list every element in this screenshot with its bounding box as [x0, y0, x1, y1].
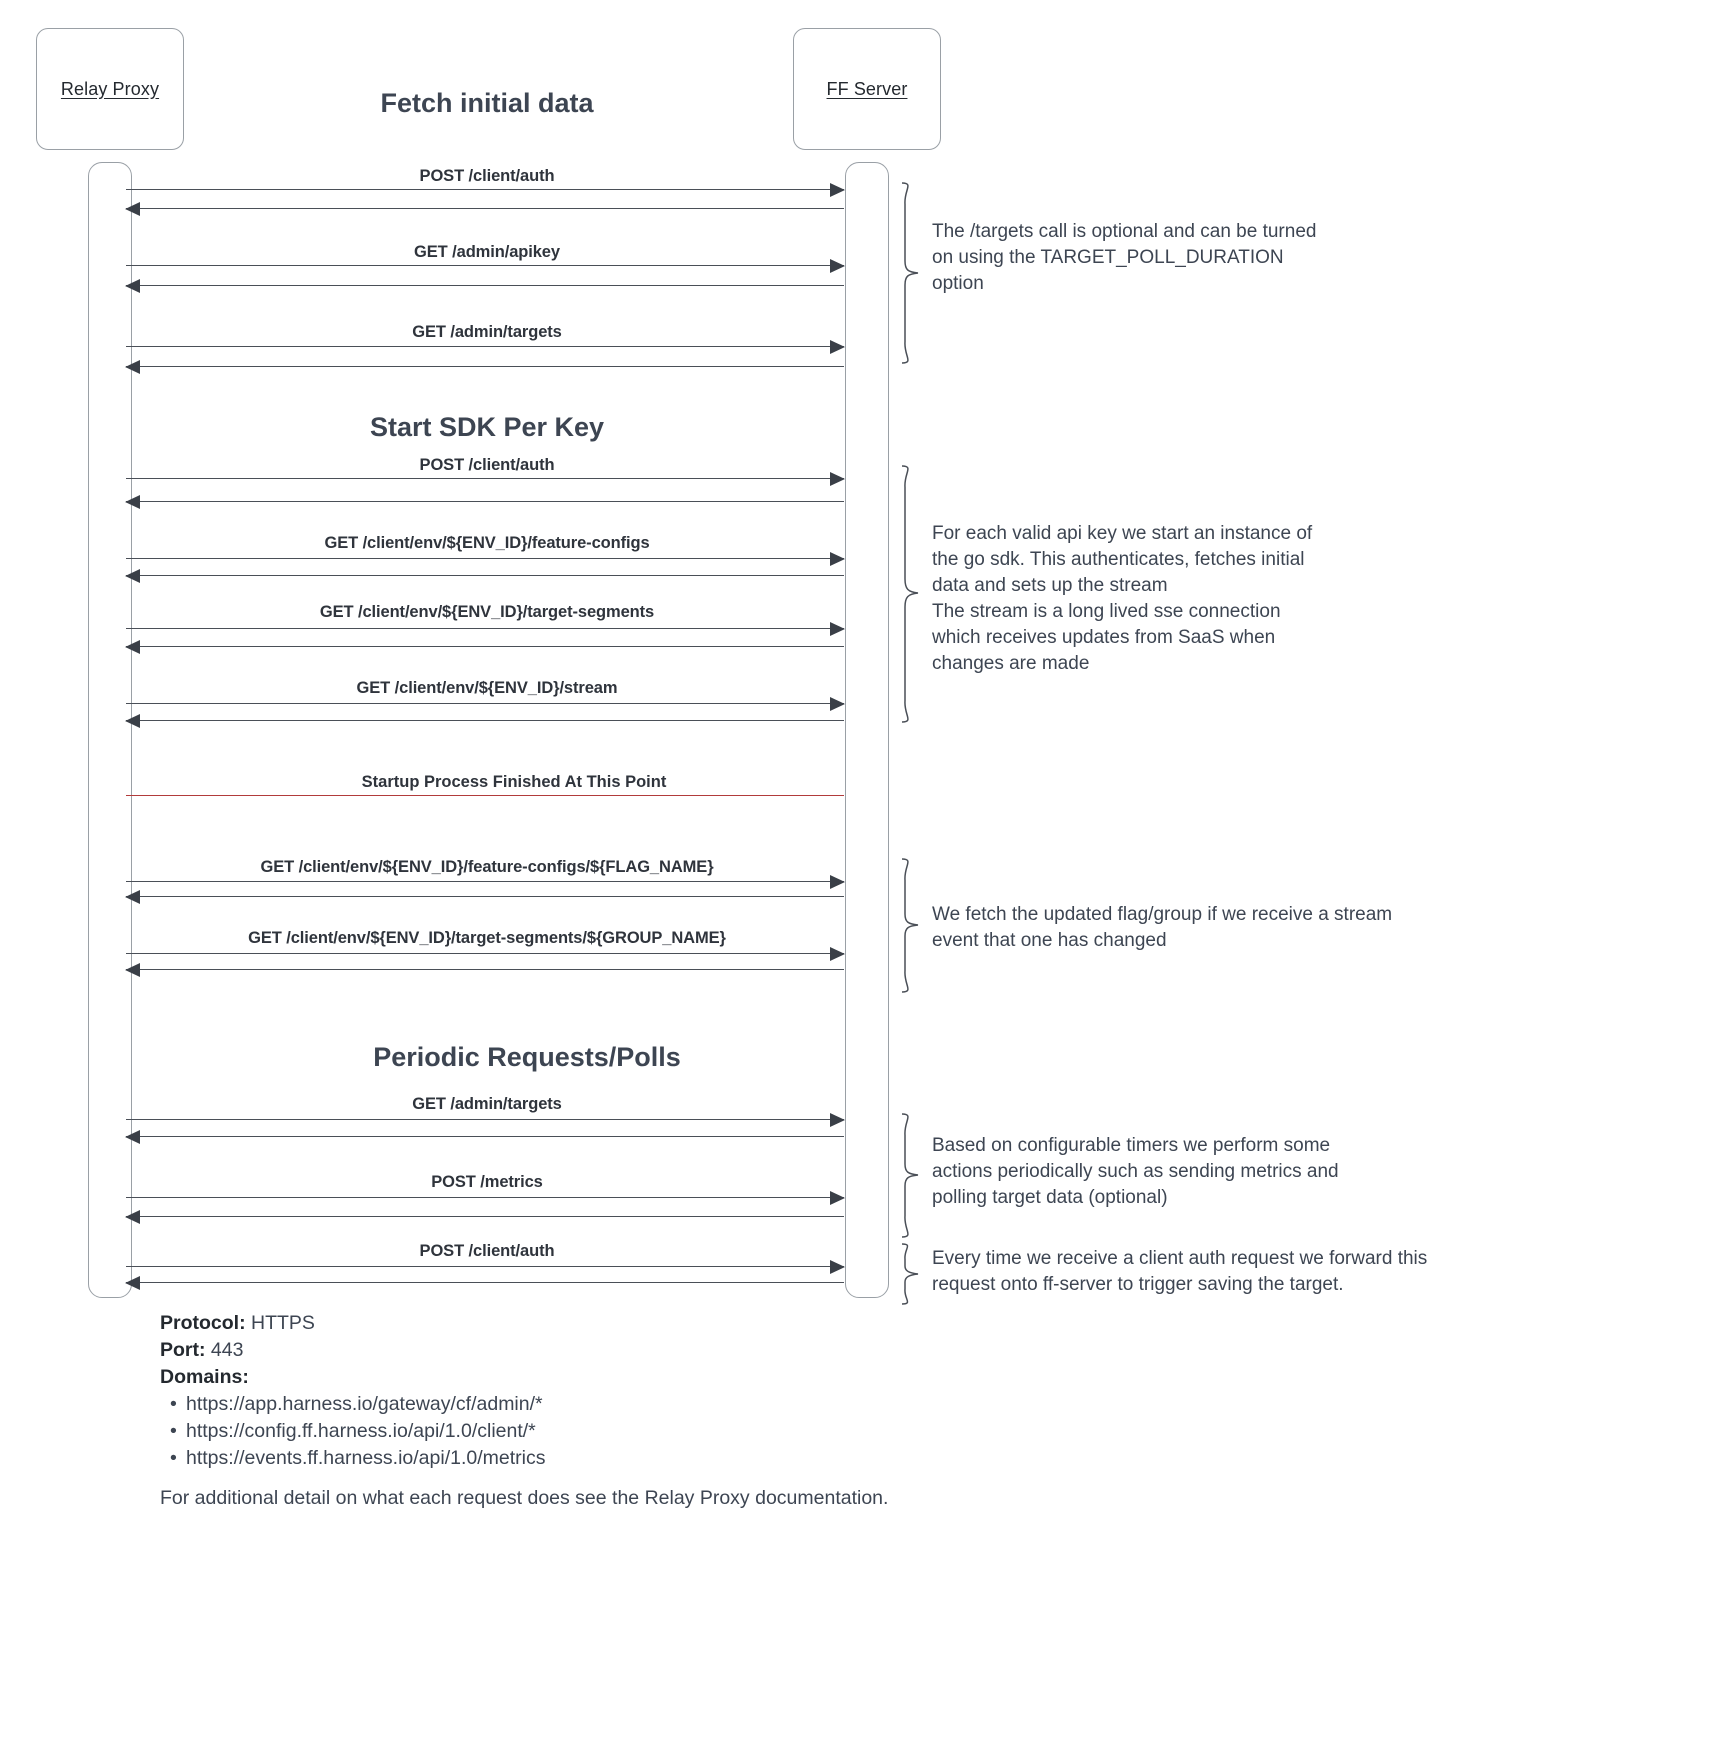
message-label-get-stream: GET /client/env/${ENV_ID}/stream [356, 679, 618, 697]
arrow-line [126, 1216, 844, 1217]
brace-note-1 [898, 182, 924, 364]
arrow-line [126, 1282, 844, 1283]
arrow-head-left-icon [125, 201, 140, 216]
participant-box-ff-server[interactable]: FF Server [793, 28, 941, 150]
arrow-line [126, 265, 844, 266]
arrow-line [126, 285, 844, 286]
list-item: https://app.harness.io/gateway/cf/admin/… [170, 1391, 545, 1418]
note-text-fetch-updated-flag: We fetch the updated flag/group if we re… [932, 904, 1393, 951]
message-label-get-admin-targets-1: GET /admin/targets [412, 323, 562, 341]
arrow-head-left-icon [125, 359, 140, 374]
arrow-line [126, 208, 844, 209]
footer-connection-details: Protocol: HTTPS Port: 443 Domains: https… [160, 1310, 545, 1472]
arrow-line [126, 478, 844, 479]
arrow-line [126, 575, 844, 576]
section-title-start-sdk-per-key: Start SDK Per Key [369, 412, 605, 442]
footer-port-value: 443 [210, 1339, 244, 1361]
arrow-line [126, 953, 844, 954]
divider-label-startup-finished: Startup Process Finished At This Point [361, 773, 667, 791]
lifeline-ff-server [845, 162, 889, 1298]
arrow-head-right-icon [830, 471, 845, 486]
footer-domains-heading: Domains: [160, 1364, 545, 1391]
arrow-head-right-icon [830, 258, 845, 273]
message-label-get-admin-targets-2: GET /admin/targets [412, 1095, 562, 1113]
note-text-targets-optional: The /targets call is optional and can be… [932, 221, 1317, 294]
arrow-line [126, 366, 844, 367]
arrow-head-right-icon [830, 182, 845, 197]
lifeline-relay-proxy [88, 162, 132, 1298]
brace-note-3 [898, 858, 924, 993]
arrow-line [126, 1136, 844, 1137]
footer-protocol-key: Protocol: [160, 1312, 246, 1334]
participant-label-ff-server: FF Server [826, 78, 908, 99]
arrow-line [126, 346, 844, 347]
message-label-get-feature-config-by-flag: GET /client/env/${ENV_ID}/feature-config… [260, 858, 714, 876]
footer-closing-note: For additional detail on what each reque… [160, 1487, 889, 1509]
message-label-post-client-auth-3: POST /client/auth [419, 1242, 555, 1260]
arrow-line [126, 558, 844, 559]
arrow-line [126, 703, 844, 704]
arrow-head-left-icon [125, 1129, 140, 1144]
participant-box-relay-proxy[interactable]: Relay Proxy [36, 28, 184, 150]
arrow-head-left-icon [125, 494, 140, 509]
arrow-head-left-icon [125, 1275, 140, 1290]
list-item: https://events.ff.harness.io/api/1.0/met… [170, 1445, 546, 1472]
section-title-fetch-initial-data: Fetch initial data [380, 88, 594, 118]
arrow-head-right-icon [830, 1190, 845, 1205]
divider-line-startup-finished [126, 795, 844, 796]
arrow-head-right-icon [830, 946, 845, 961]
footer-protocol-value: HTTPS [251, 1312, 315, 1334]
footer-domains-list: https://app.harness.io/gateway/cf/admin/… [160, 1391, 546, 1472]
message-label-get-admin-apikey: GET /admin/apikey [414, 243, 560, 261]
section-title-periodic-requests-polls: Periodic Requests/Polls [373, 1042, 681, 1072]
arrow-head-right-icon [830, 696, 845, 711]
message-label-post-client-auth-2: POST /client/auth [419, 456, 555, 474]
arrow-head-left-icon [125, 639, 140, 654]
note-text-start-sdk: For each valid api key we start an insta… [932, 523, 1313, 674]
arrow-line [126, 969, 844, 970]
arrow-line [126, 720, 844, 721]
message-label-post-metrics: POST /metrics [431, 1173, 543, 1191]
footer-port-key: Port: [160, 1339, 206, 1361]
brace-note-4 [898, 1113, 924, 1238]
arrow-head-right-icon [830, 874, 845, 889]
arrow-line [126, 501, 844, 502]
message-label-get-feature-configs: GET /client/env/${ENV_ID}/feature-config… [324, 534, 650, 552]
arrow-head-right-icon [830, 551, 845, 566]
arrow-head-right-icon [830, 339, 845, 354]
brace-note-2 [898, 465, 924, 723]
arrow-line [126, 646, 844, 647]
message-label-get-target-segment-by-group: GET /client/env/${ENV_ID}/target-segment… [248, 929, 726, 947]
participant-label-relay-proxy: Relay Proxy [60, 78, 160, 99]
footer-domains-key: Domains: [160, 1366, 249, 1388]
arrow-line [126, 881, 844, 882]
arrow-line [126, 1119, 844, 1120]
arrow-line [126, 628, 844, 629]
brace-note-5 [898, 1243, 924, 1305]
footer-port-row: Port: 443 [160, 1337, 545, 1364]
arrow-head-left-icon [125, 962, 140, 977]
arrow-head-right-icon [830, 1112, 845, 1127]
arrow-head-left-icon [125, 568, 140, 583]
arrow-head-left-icon [125, 278, 140, 293]
arrow-line [126, 189, 844, 190]
arrow-head-left-icon [125, 1209, 140, 1224]
note-text-periodic-timers: Based on configurable timers we perform … [932, 1135, 1339, 1208]
arrow-line [126, 1266, 844, 1267]
arrow-head-right-icon [830, 1259, 845, 1274]
footer-protocol-row: Protocol: HTTPS [160, 1310, 545, 1337]
list-item: https://config.ff.harness.io/api/1.0/cli… [170, 1418, 545, 1445]
message-label-get-target-segments: GET /client/env/${ENV_ID}/target-segment… [319, 603, 655, 621]
arrow-line [126, 896, 844, 897]
arrow-line [126, 1197, 844, 1198]
arrow-head-right-icon [830, 621, 845, 636]
arrow-head-left-icon [125, 713, 140, 728]
note-text-client-auth-forward: Every time we receive a client auth requ… [932, 1248, 1428, 1295]
arrow-head-left-icon [125, 889, 140, 904]
message-label-post-client-auth-1: POST /client/auth [419, 167, 555, 185]
